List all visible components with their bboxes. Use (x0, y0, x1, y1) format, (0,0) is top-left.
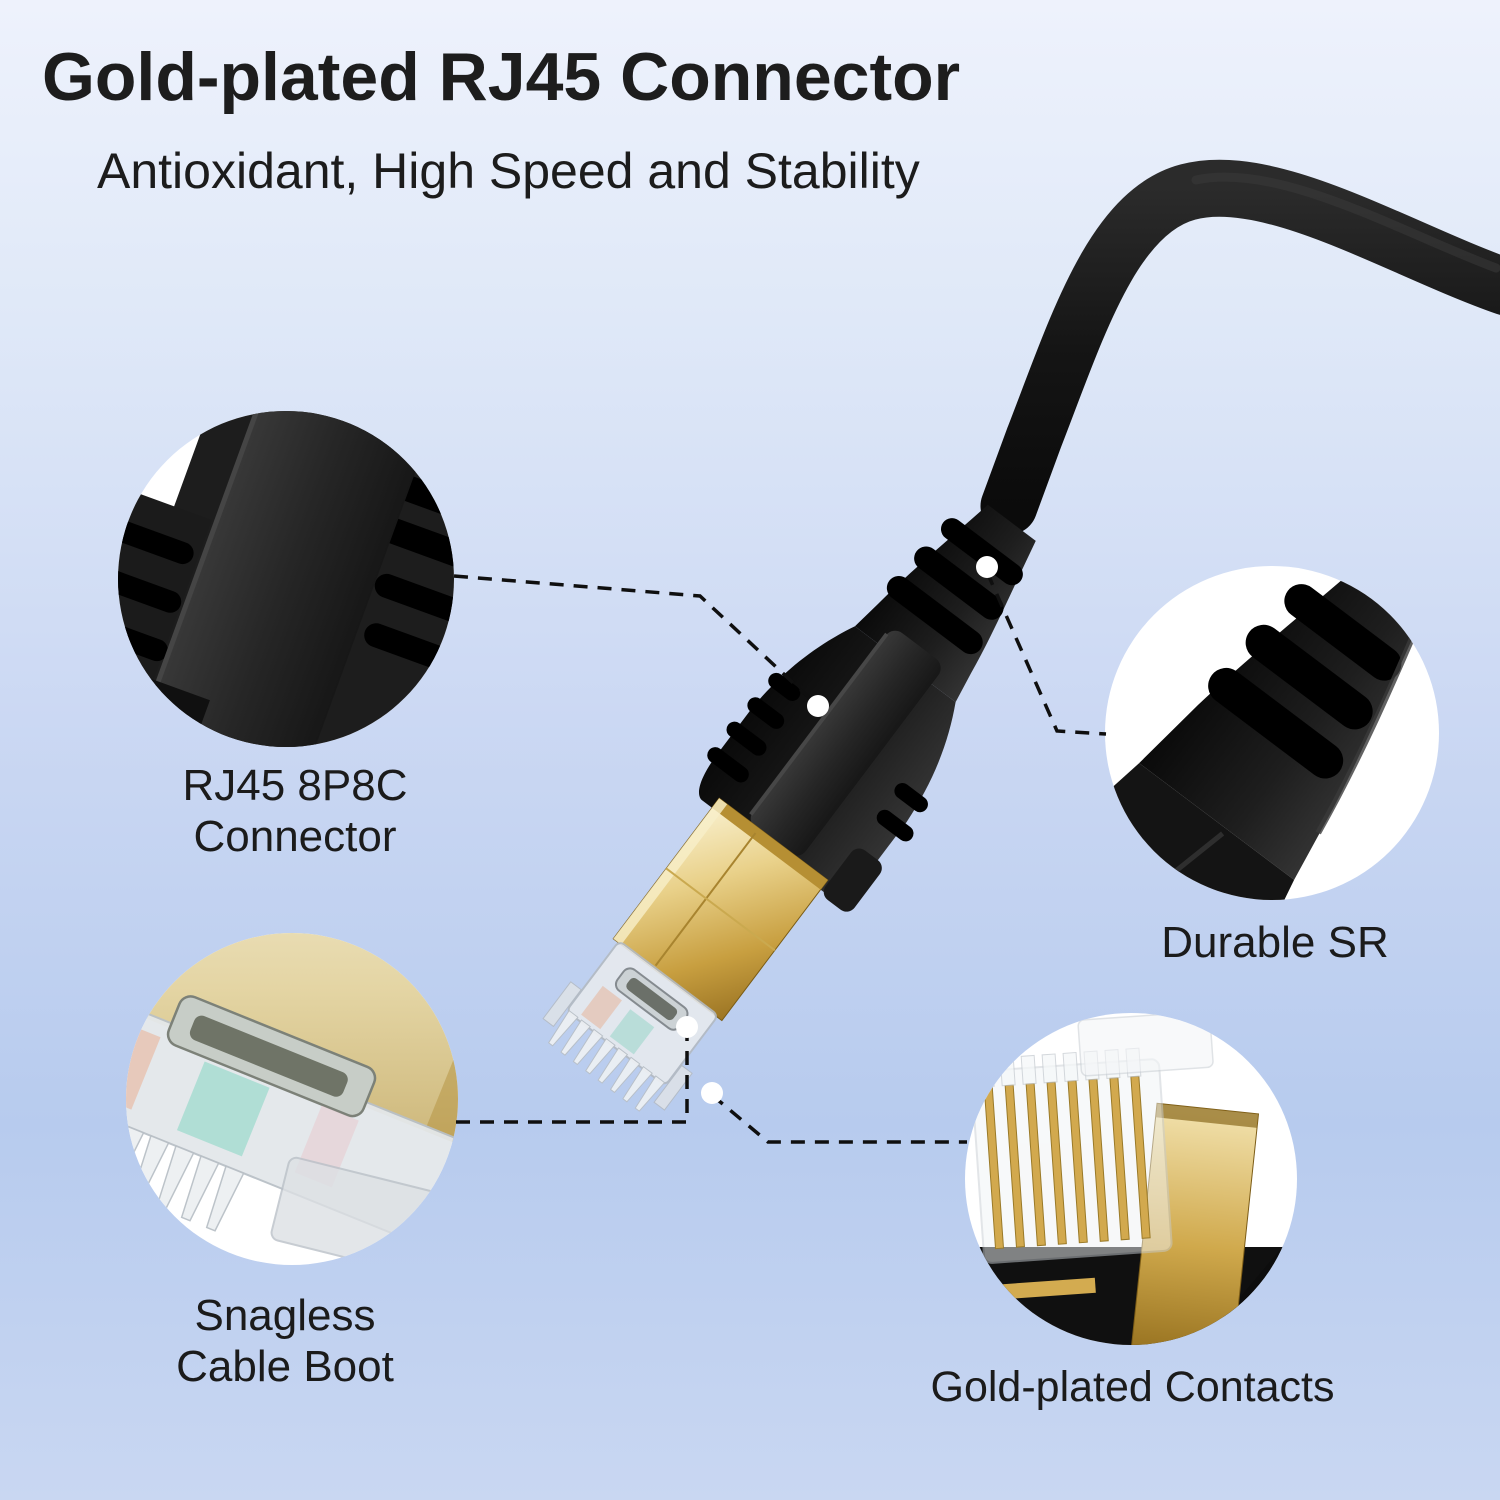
boot-latch (750, 630, 941, 856)
boot-notch (726, 721, 767, 756)
strain-relief-rib (1208, 667, 1344, 779)
strain-relief-rib (1284, 584, 1402, 681)
leader-line-connector (453, 574, 820, 708)
boot-side-tab (823, 848, 882, 912)
strain-relief-rib (886, 575, 983, 655)
strain-relief-rib (940, 518, 1023, 586)
boot-notch (118, 517, 194, 565)
tip-wire-hint-teal (609, 1009, 655, 1055)
wire-hint-teal (176, 1061, 270, 1157)
wire-hint-orange (126, 1016, 161, 1110)
anchor-dot-cable-boot (676, 1016, 698, 1038)
boot-notch (707, 747, 749, 783)
cable (1364, 566, 1439, 611)
boot-notch (768, 672, 801, 701)
tip-side-tab (542, 981, 582, 1028)
anchor-dot-strain-relief (976, 556, 998, 578)
boot-notch (118, 608, 168, 662)
rj45-connector-assembly (542, 504, 1036, 1112)
gold-shield-top-seam (711, 798, 828, 890)
cable-sheen (1191, 172, 1500, 273)
leader-line-cable-boot (456, 1032, 689, 1124)
anchor-dot-contacts (701, 1082, 723, 1104)
boot-notch (118, 562, 182, 613)
boot-notch (364, 623, 454, 689)
gold-shield (126, 933, 458, 1175)
gold-shield-seam (665, 867, 776, 952)
callout-label-snagless-cable-boot: Snagless Cable Boot (176, 1291, 394, 1392)
leader-line-contacts (710, 1093, 967, 1144)
anchor-dot-connector (807, 695, 829, 717)
strain-relief-rib (360, 510, 454, 590)
tip-pin-teeth (547, 1009, 666, 1112)
callout-circle-contacts (965, 1013, 1297, 1345)
clear-top-cap (1077, 1013, 1214, 1077)
callout-leader-lines (453, 571, 1107, 1144)
callout-label-gold-plated-contacts: Gold-plated Contacts (930, 1363, 1335, 1411)
tip-window-slot (626, 977, 678, 1021)
gold-contact-pins (983, 1075, 1151, 1250)
latch-highlight (749, 632, 889, 816)
boot-notch (876, 809, 914, 842)
callout-circle-strain-relief (1105, 566, 1439, 900)
product-photo (542, 159, 1500, 1112)
boot-latch (146, 411, 447, 747)
clear-tip (567, 942, 717, 1085)
pin-teeth (126, 1124, 245, 1232)
callout-circle-cable-boot (126, 933, 458, 1265)
boot-notch (374, 573, 454, 638)
strain-relief-rib (1245, 624, 1373, 730)
boot-notch (747, 697, 785, 729)
callout-label-durable-sr: Durable SR (1161, 918, 1389, 967)
strain-relief-rib (914, 546, 1004, 620)
leader-line-strain-relief (985, 571, 1107, 736)
tip-side-tab (653, 1064, 693, 1111)
ethernet-cable (980, 159, 1500, 535)
page-subtitle: Antioxidant, High Speed and Stability (97, 143, 920, 199)
callout-anchor-dots (676, 556, 998, 1104)
page-title: Gold-plated RJ45 Connector (42, 39, 961, 115)
tip-wire-hint-orange (581, 985, 622, 1030)
boot-notch (894, 783, 928, 813)
callout-label-rj45-connector: RJ45 8P8C Connector (182, 761, 408, 862)
